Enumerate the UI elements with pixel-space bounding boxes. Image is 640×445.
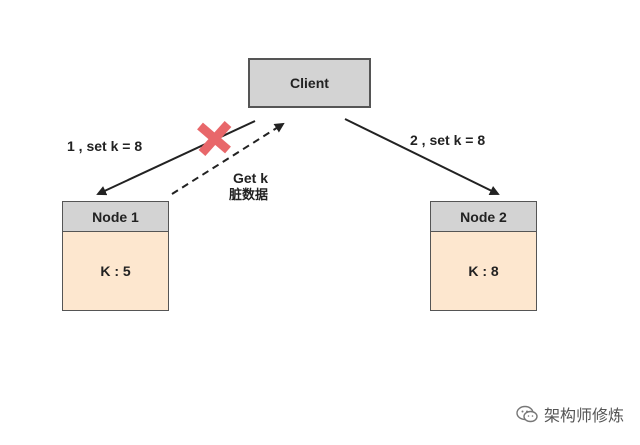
client-label: Client — [290, 75, 329, 91]
watermark-text: 架构师修炼 — [544, 406, 625, 425]
arrow-client-to-node1 — [96, 120, 256, 196]
node1-title: Node 1 — [92, 208, 139, 225]
node2-header: Node 2 — [430, 201, 537, 232]
edge-label-read-line2: 脏数据 — [229, 188, 269, 203]
node2-body: K : 8 — [430, 232, 537, 311]
watermark: 架构师修炼 — [516, 402, 624, 426]
arrow-client-to-node2 — [344, 118, 500, 195]
edge-label-to-node2: 2 , set k = 8 — [410, 132, 486, 148]
node1-body: K : 5 — [62, 232, 169, 311]
arrow-node1-to-client-dashed — [171, 122, 285, 195]
wechat-icon — [516, 405, 538, 423]
edge-label-read-line1: Get k — [233, 170, 269, 186]
node1-header: Node 1 — [62, 201, 169, 232]
client-box: Client — [248, 58, 371, 108]
node2-title: Node 2 — [460, 208, 507, 225]
node1-value: K : 5 — [100, 263, 131, 279]
edge-label-to-node1: 1 , set k = 8 — [67, 138, 143, 154]
failure-x-icon — [197, 120, 232, 157]
node2-value: K : 8 — [468, 263, 499, 279]
